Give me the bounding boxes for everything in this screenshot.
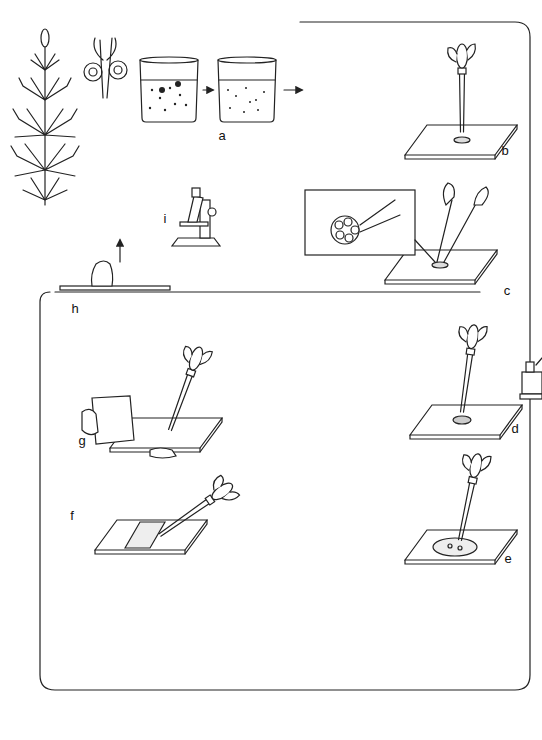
microscope: [172, 188, 220, 246]
step-letter: e: [504, 552, 511, 565]
step-letter: h: [71, 302, 78, 315]
step-letter: b: [501, 144, 508, 157]
step-h: [55, 240, 480, 292]
step-letter: f: [70, 509, 74, 522]
sporangiophore: [84, 38, 127, 98]
step-letter: a: [218, 129, 225, 142]
step-letter: d: [511, 422, 518, 435]
step-g: [82, 342, 222, 458]
bracket: [40, 22, 530, 690]
horsetail-plant: [11, 29, 79, 205]
step-letter: g: [78, 434, 85, 447]
step-b: [405, 44, 517, 159]
step-d: [410, 323, 522, 439]
step-letter: i: [164, 212, 167, 225]
beakers: [140, 57, 302, 122]
step-letter: c: [504, 284, 511, 297]
step-f: [95, 473, 240, 554]
step-c: [305, 183, 497, 284]
step-e: [405, 451, 517, 564]
microtome: [520, 358, 542, 399]
